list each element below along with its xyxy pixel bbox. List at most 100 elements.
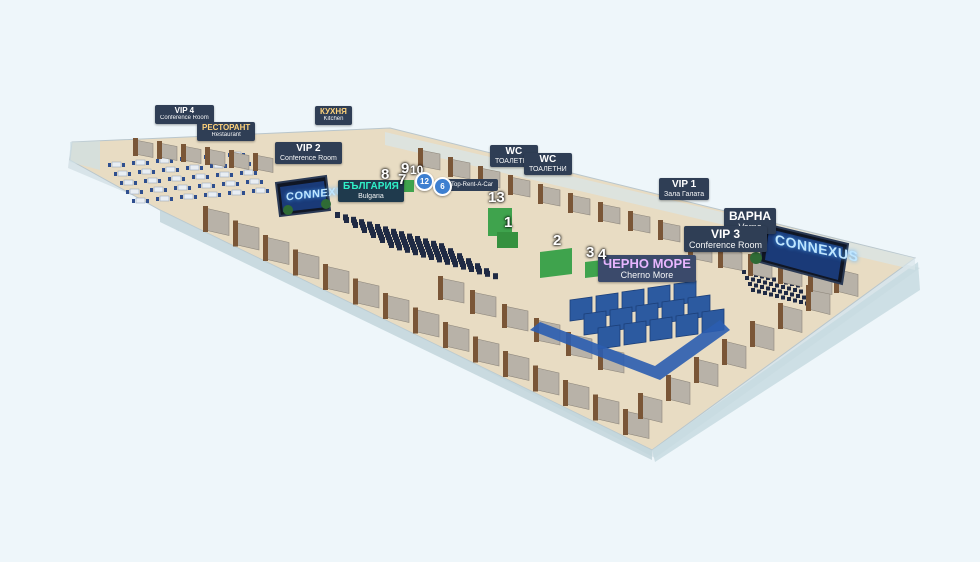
restaurant-chair — [140, 190, 143, 194]
restaurant-chair — [194, 195, 197, 199]
booth-number-9[interactable]: 9 — [401, 160, 410, 177]
room-label-vip1[interactable]: VIP 1 Зала Галата — [659, 178, 710, 200]
chair — [796, 294, 800, 298]
restaurant-chair — [138, 170, 141, 174]
chair — [754, 283, 758, 288]
chair — [421, 251, 426, 258]
booth-number-4[interactable]: 4 — [598, 246, 607, 263]
chair — [802, 295, 806, 300]
restaurant-table — [165, 166, 176, 173]
booth-number-3[interactable]: 3 — [586, 244, 595, 261]
booth-post — [229, 150, 234, 168]
restaurant-chair — [158, 179, 161, 183]
chair — [763, 291, 767, 295]
chair — [371, 232, 376, 238]
chair — [493, 273, 498, 280]
restaurant-chair — [162, 168, 165, 172]
booth-post — [205, 147, 210, 165]
exhibitor-pin-6[interactable]: 6 — [433, 177, 452, 196]
restaurant-chair — [152, 170, 155, 174]
room-label-bulgaria[interactable]: БЪЛГАРИЯ Bulgaria — [338, 180, 404, 202]
restaurant-chair — [252, 189, 255, 193]
restaurant-chair — [134, 181, 137, 185]
booth-post — [443, 322, 448, 348]
restaurant-chair — [218, 193, 221, 197]
restaurant-chair — [176, 168, 179, 172]
plant — [321, 199, 331, 209]
restaurant-table — [147, 177, 158, 184]
booth-post — [473, 336, 478, 363]
booth-number-1[interactable]: 1 — [504, 214, 513, 231]
cherno-more-counter — [530, 320, 730, 380]
room-subtitle: Conference Room — [689, 239, 763, 250]
room-title: VIP 3 — [710, 227, 741, 241]
restaurant-table — [129, 188, 140, 195]
chair — [748, 282, 752, 286]
booth-post — [353, 278, 358, 305]
booth-number-7[interactable]: 7 — [398, 171, 407, 188]
booth-post — [263, 235, 268, 261]
chair — [772, 288, 776, 292]
booth-post — [502, 304, 507, 328]
chair — [405, 246, 410, 253]
booth-post — [383, 293, 388, 319]
room-title: КУХНЯ — [320, 107, 347, 116]
restaurant-chair — [164, 188, 167, 192]
restaurant-chair — [132, 199, 135, 203]
booth-post — [694, 357, 699, 383]
cherno-more-block — [623, 320, 647, 346]
restaurant-chair — [242, 191, 245, 195]
booth-post — [593, 394, 598, 421]
exhibitor-pin-12[interactable]: 12 — [415, 172, 434, 191]
room-label-vip4[interactable]: VIP 4 Conference Room — [155, 105, 214, 124]
restaurant-chair — [168, 177, 171, 181]
booth-post — [778, 303, 783, 329]
chair — [353, 222, 358, 228]
chair — [751, 288, 755, 292]
room-label-cherno-more[interactable]: ЧЕРНО МОРЕ Cherno More — [598, 255, 696, 283]
booth-number-2[interactable]: 2 — [553, 232, 562, 249]
restaurant-chair — [266, 189, 269, 193]
booth-post — [181, 144, 186, 162]
room-title: ВАРНА — [729, 209, 772, 223]
room-title: VIP 2 — [296, 143, 321, 154]
booth-number-8[interactable]: 8 — [381, 166, 390, 183]
restaurant-chair — [108, 163, 111, 167]
booth-post — [438, 276, 443, 300]
booth-post — [508, 175, 513, 195]
exhibitor-pin-6-label[interactable]: Top-Rent-A-Car — [441, 179, 499, 191]
restaurant-chair — [132, 161, 135, 165]
booth-post — [478, 166, 483, 186]
booth-post — [533, 365, 538, 392]
chair — [437, 256, 442, 263]
chair — [775, 294, 779, 298]
booth-number-13[interactable]: 13 — [488, 189, 505, 206]
room-label-vip3[interactable]: VIP 3 Conference Room — [684, 226, 768, 253]
restaurant-chair — [114, 172, 117, 176]
room-label-vip2[interactable]: VIP 2 Conference Room — [275, 142, 342, 164]
chair — [793, 298, 797, 303]
restaurant-table — [255, 187, 266, 194]
restaurant-chair — [204, 193, 207, 197]
booth-post — [157, 141, 162, 159]
restaurant-table — [153, 186, 164, 193]
booth-post — [323, 264, 328, 290]
green-stand-2 — [540, 248, 572, 278]
restaurant-table — [141, 168, 152, 175]
booth-post — [470, 290, 475, 314]
cherno-more-stand[interactable] — [530, 280, 730, 380]
chair — [772, 277, 776, 282]
restaurant-chair — [236, 182, 239, 186]
room-label-kitchen[interactable]: КУХНЯ Kitchen — [315, 106, 352, 125]
room-label-wc-2[interactable]: WC ТОАЛЕТНИ — [524, 153, 572, 175]
room-label-restaurant[interactable]: РЕСТОРАНТ Restaurant — [197, 122, 256, 141]
restaurant-chair — [144, 179, 147, 183]
chair — [380, 237, 385, 243]
restaurant-chair — [206, 175, 209, 179]
chair — [799, 289, 803, 294]
room-title: VIP 4 — [174, 106, 195, 115]
booth-post — [808, 270, 813, 292]
restaurant-table — [189, 164, 200, 171]
chair — [445, 258, 450, 265]
